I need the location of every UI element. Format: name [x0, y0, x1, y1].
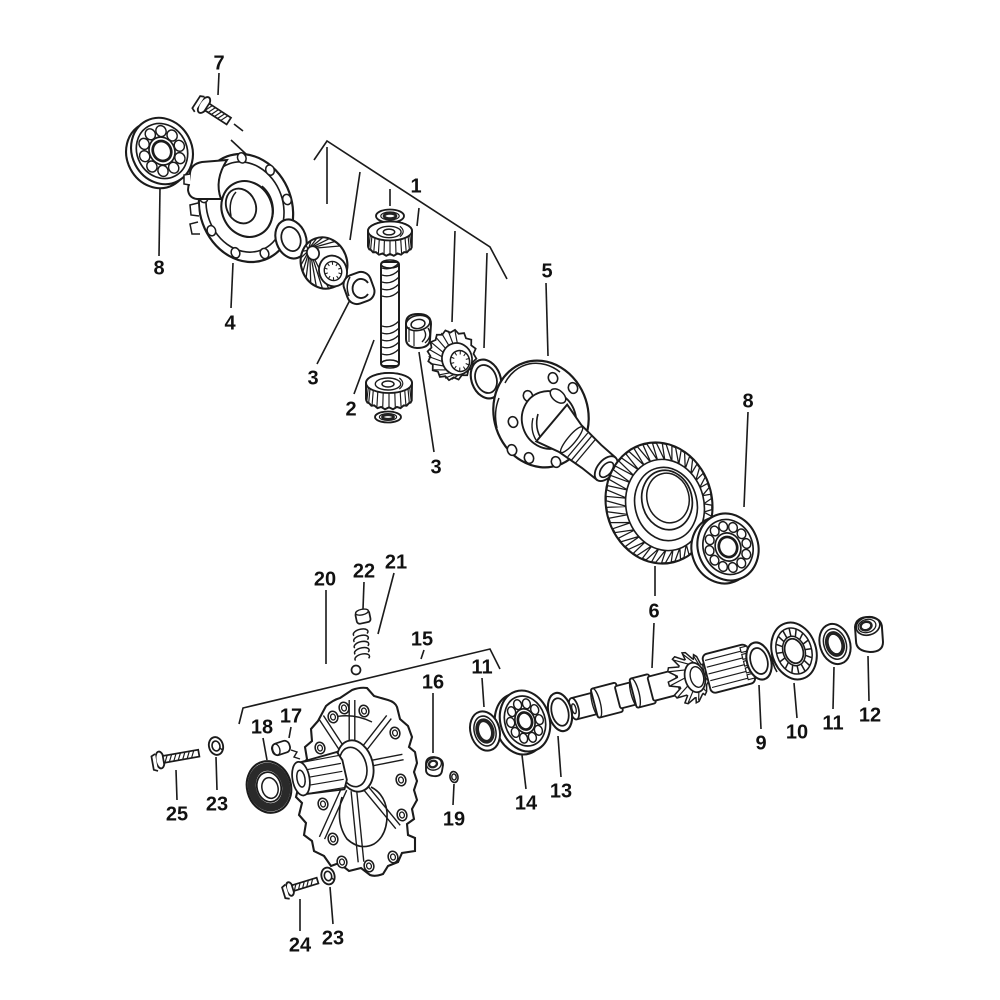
svg-text:23: 23: [322, 928, 344, 950]
svg-text:20: 20: [314, 569, 336, 591]
svg-text:23: 23: [206, 794, 228, 816]
svg-text:10: 10: [786, 722, 808, 744]
svg-text:18: 18: [251, 717, 273, 739]
svg-text:8: 8: [153, 258, 164, 280]
svg-text:9: 9: [755, 733, 766, 755]
svg-text:7: 7: [213, 53, 224, 75]
svg-text:3: 3: [430, 457, 441, 479]
svg-text:13: 13: [550, 781, 572, 803]
svg-text:4: 4: [224, 313, 236, 335]
svg-text:3: 3: [307, 368, 318, 390]
svg-text:5: 5: [541, 261, 552, 283]
svg-text:12: 12: [859, 705, 881, 727]
svg-text:17: 17: [280, 706, 302, 728]
svg-text:24: 24: [289, 935, 312, 957]
svg-text:6: 6: [648, 601, 659, 623]
svg-text:1: 1: [410, 176, 421, 198]
svg-text:14: 14: [515, 793, 538, 815]
svg-text:22: 22: [353, 561, 375, 583]
svg-text:11: 11: [471, 657, 492, 679]
svg-text:8: 8: [742, 391, 753, 413]
svg-text:19: 19: [443, 809, 465, 831]
svg-text:21: 21: [385, 552, 407, 574]
svg-text:16: 16: [422, 672, 444, 694]
svg-text:2: 2: [345, 399, 356, 421]
svg-text:11: 11: [822, 713, 843, 735]
svg-text:15: 15: [411, 629, 433, 651]
svg-text:25: 25: [166, 804, 188, 826]
